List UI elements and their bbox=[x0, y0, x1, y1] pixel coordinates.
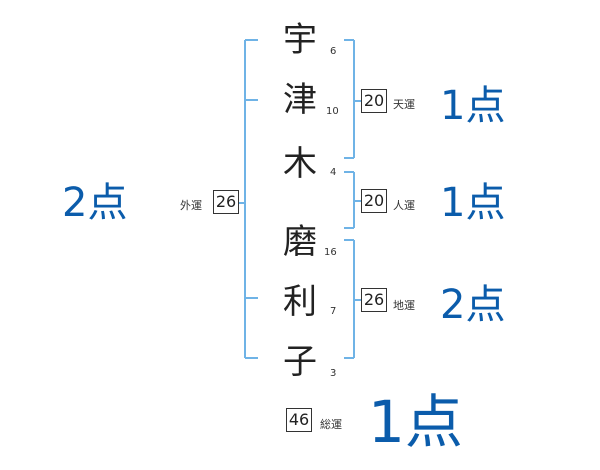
total-value-box: 46 bbox=[286, 408, 312, 432]
earth-label: 地運 bbox=[393, 299, 415, 312]
total-score: 1点 bbox=[368, 388, 463, 456]
heaven-score: 1点 bbox=[440, 83, 506, 129]
stroke-count-3: 4 bbox=[330, 167, 337, 178]
name-char-2: 津 bbox=[283, 80, 317, 120]
name-char-5: 利 bbox=[283, 282, 317, 322]
heaven-value-box: 20 bbox=[361, 89, 387, 113]
person-label: 人運 bbox=[393, 199, 415, 212]
stroke-count-4: 16 bbox=[324, 247, 337, 258]
earth-score: 2点 bbox=[440, 282, 506, 328]
stroke-count-5: 7 bbox=[330, 306, 337, 317]
heaven-label: 天運 bbox=[393, 98, 415, 111]
earth-value-box: 26 bbox=[361, 288, 387, 312]
name-char-6: 子 bbox=[283, 342, 317, 382]
outer-score: 2点 bbox=[62, 180, 128, 226]
stroke-count-6: 3 bbox=[330, 368, 337, 379]
stroke-count-2: 10 bbox=[326, 106, 339, 117]
person-value-box: 20 bbox=[361, 189, 387, 213]
name-char-1: 宇 bbox=[283, 20, 317, 60]
name-char-4: 磨 bbox=[283, 222, 317, 262]
outer-label: 外運 bbox=[180, 199, 202, 212]
person-score: 1点 bbox=[440, 180, 506, 226]
stroke-count-1: 6 bbox=[330, 46, 337, 57]
name-char-3: 木 bbox=[283, 144, 317, 184]
total-label: 総運 bbox=[320, 418, 342, 431]
outer-value-box: 26 bbox=[213, 190, 239, 214]
